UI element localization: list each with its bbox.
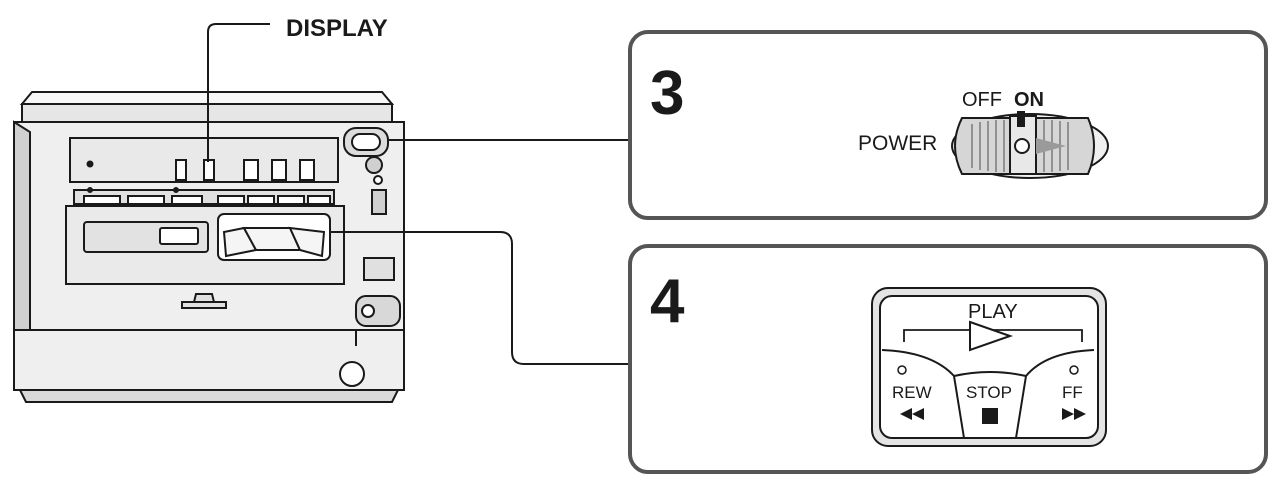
fast-forward-icon [1062, 408, 1086, 420]
transport-leader-line [330, 231, 630, 365]
slide-direction-arrow-icon [1036, 138, 1066, 154]
step-3-panel: 3 POWER OFF ON [628, 30, 1268, 220]
play-label: PLAY [968, 301, 1018, 323]
rewind-icon [900, 408, 924, 420]
callout-lines [207, 23, 630, 365]
off-label: OFF [962, 89, 1002, 111]
keypad-divider [881, 349, 1095, 439]
vcr-device [13, 91, 405, 403]
power-label: POWER [858, 132, 937, 155]
rew-label: REW [892, 383, 932, 402]
transport-keypad [871, 287, 1107, 447]
play-button[interactable]: PLAY [903, 301, 1083, 352]
stop-icon [982, 408, 998, 424]
display-label: DISPLAY [286, 15, 388, 42]
rew-search-icon [897, 365, 907, 375]
step-4-panel: 4 PLAY REW STOP FF [628, 244, 1268, 474]
step-3-number: 3 [650, 59, 684, 128]
rew-button[interactable]: REW [892, 365, 932, 420]
ff-button[interactable]: FF [1062, 365, 1086, 420]
stop-label: STOP [966, 383, 1012, 402]
on-label: ON [1014, 89, 1044, 111]
play-icon [969, 320, 1014, 352]
ff-search-icon [1069, 365, 1079, 375]
display-leader-line [207, 23, 270, 162]
step-4-number: 4 [650, 267, 685, 336]
power-switch[interactable] [951, 111, 1109, 179]
stop-button[interactable]: STOP [966, 383, 1012, 424]
ff-label: FF [1062, 383, 1083, 402]
